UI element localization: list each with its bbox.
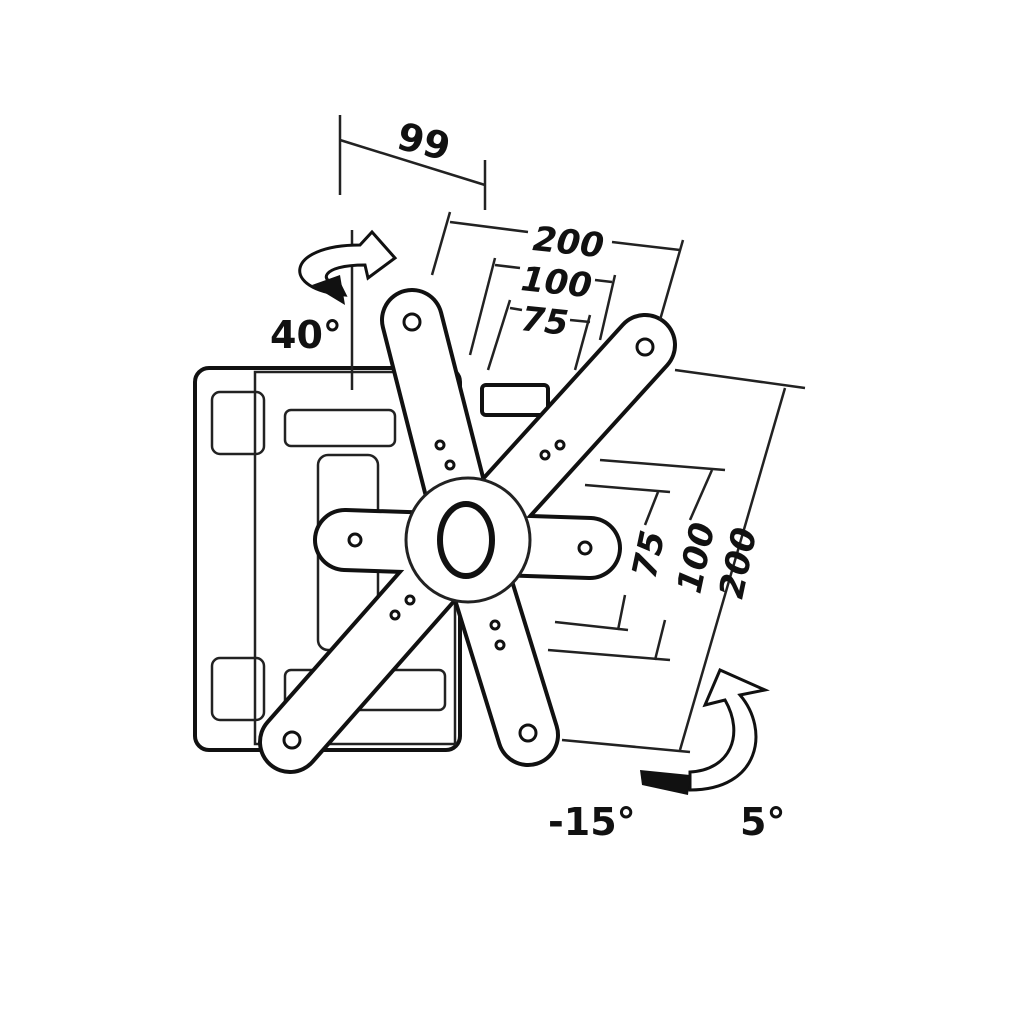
tilt-up-label: 5°	[740, 800, 785, 844]
vesa-bracket	[258, 288, 677, 774]
vesa-vertical-75: 75	[625, 527, 674, 582]
tilt-arrow-icon	[640, 668, 770, 795]
swivel-angle-label: 40°	[270, 313, 342, 357]
depth-label: 99	[393, 114, 455, 169]
vesa-horizontal-75: 75	[519, 299, 570, 344]
tilt-down-label: -15°	[548, 800, 636, 844]
vesa-horizontal-200: 200	[531, 219, 606, 266]
vesa-horizontal-100: 100	[519, 259, 594, 306]
dimension-lines	[338, 115, 806, 754]
swivel-arrow-icon	[298, 229, 398, 305]
